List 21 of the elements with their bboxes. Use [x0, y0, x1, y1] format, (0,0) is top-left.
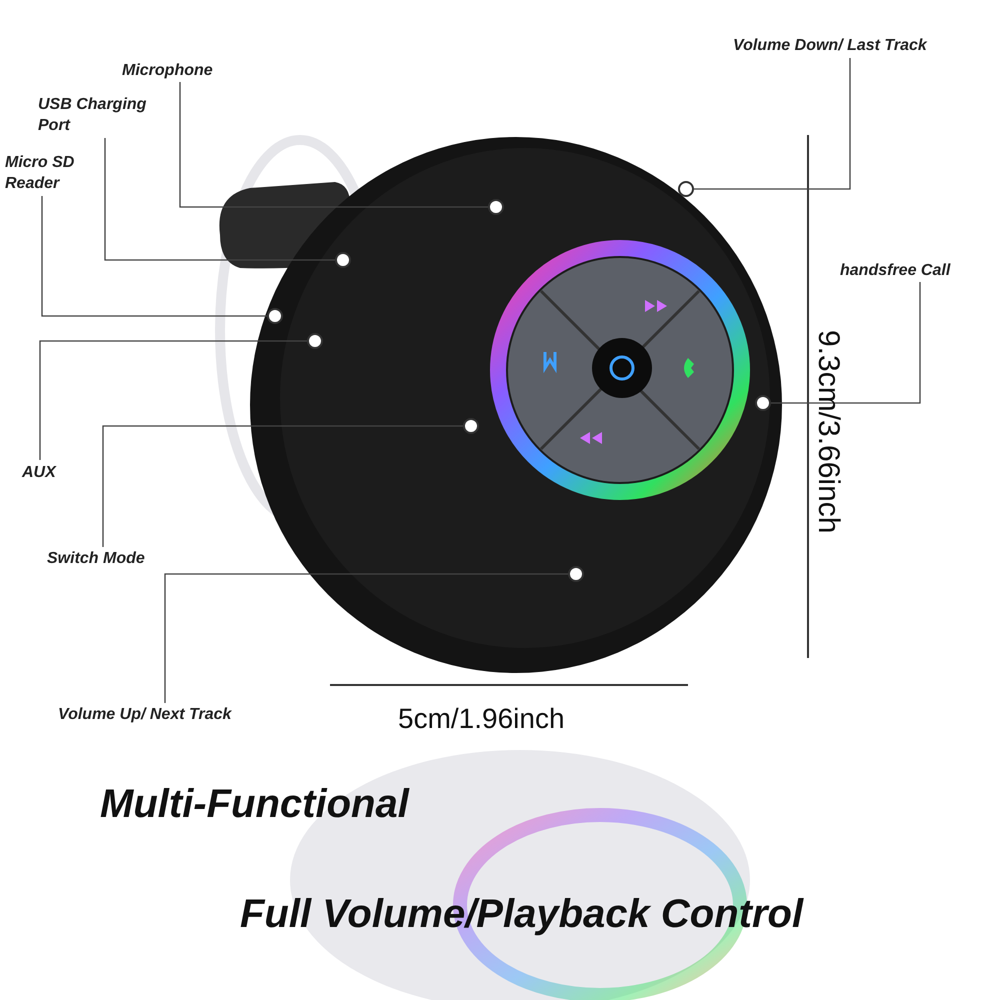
- callout-label: Switch Mode: [47, 548, 187, 569]
- leader-line: [102, 425, 463, 547]
- callout-label: USB Charging Port: [38, 94, 178, 136]
- callout-label: Volume Down/ Last Track: [733, 35, 983, 56]
- callout-label: AUX: [22, 462, 72, 483]
- leader-line: [694, 58, 851, 190]
- callout-dot: [678, 181, 694, 197]
- leader-line: [39, 340, 307, 460]
- dimension-label: 5cm/1.96inch: [398, 703, 565, 735]
- leader-line: [179, 82, 488, 208]
- leader-line: [104, 138, 335, 261]
- leader-line: [41, 196, 267, 317]
- callout-label: handsfree Call: [840, 260, 990, 281]
- headline-text: Multi-Functional: [100, 782, 409, 827]
- leader-line: [164, 573, 568, 703]
- dimension-label: 9.3cm/3.66inch: [811, 330, 845, 534]
- callout-label: Volume Up/ Next Track: [58, 704, 288, 725]
- headline-text: Full Volume/Playback Control: [240, 892, 804, 937]
- callout-label: Microphone: [122, 60, 252, 81]
- callout-label: Micro SD Reader: [5, 152, 85, 194]
- leader-line: [771, 282, 921, 404]
